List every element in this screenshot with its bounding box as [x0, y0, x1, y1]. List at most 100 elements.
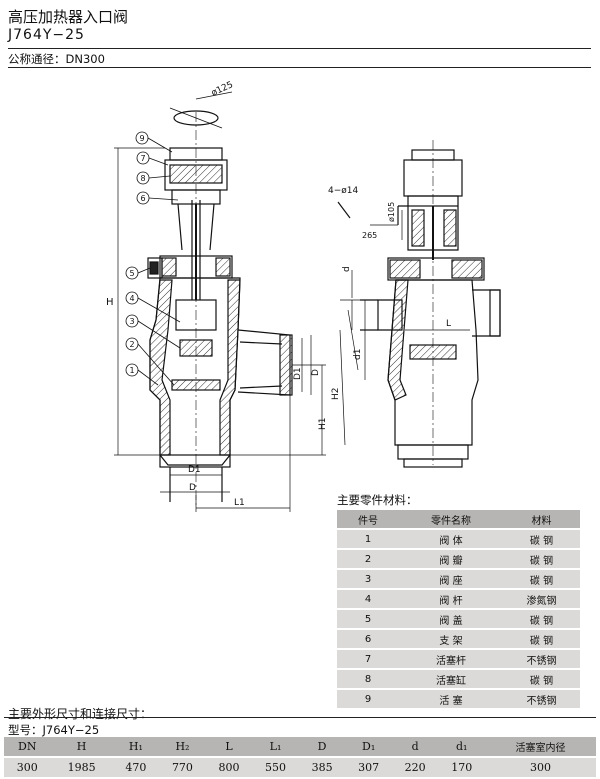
dims-cell: 800 [205, 757, 253, 779]
dim-bottom-D-label: D [189, 483, 196, 493]
part-balloon-numbers: 9 7 8 6 5 4 3 2 1 [129, 134, 145, 375]
dim-L1-label: L1 [234, 498, 245, 508]
dims-cell: 770 [159, 757, 206, 779]
part-material: 渗氮钢 [503, 589, 580, 610]
part-no: 6 [337, 629, 399, 650]
dims-cell: 300 [4, 757, 51, 779]
dim-D1-side-label: D1 [293, 367, 303, 380]
part-no: 7 [337, 649, 399, 670]
side-dimensions [337, 201, 470, 446]
part-balloons [125, 131, 181, 386]
dimensions-heading: 主要外形尺寸和连接尺寸： [8, 707, 153, 721]
dim-holes-label: 4−ø14 [328, 186, 358, 196]
dim-265-label: 265 [362, 231, 377, 240]
divider-header [8, 67, 591, 68]
dims-col: H [50, 737, 113, 758]
dimensions-table: DN H H₁ H₂ L L₁ D D₁ d d₁ 活塞室内径 300 1985… [4, 737, 596, 779]
dim-H-label: H [106, 297, 114, 308]
dims-col: L [205, 737, 253, 758]
dims-header-row: DN H H₁ H₂ L L₁ D D₁ d d₁ 活塞室内径 [4, 737, 596, 758]
dims-col: H₂ [159, 737, 206, 758]
nominal-diameter: 公称通径：DN300 [8, 52, 105, 66]
dim-L-label: L [446, 319, 451, 329]
dims-cell: 300 [485, 757, 596, 779]
model-number: J764Y−25 [8, 27, 85, 43]
part-no: 3 [337, 569, 399, 590]
part-no: 8 [337, 669, 399, 690]
dims-col: L₁ [252, 737, 299, 758]
part-material: 碳 钢 [503, 629, 580, 650]
part-name: 阀 杆 [399, 589, 503, 610]
dimensions-model-line: 型号：J764Y−25 [8, 723, 100, 737]
part-no: 1 [337, 529, 399, 550]
parts-heading: 主要零件材料： [337, 493, 418, 507]
part-material: 碳 钢 [503, 569, 580, 590]
part-name: 活 塞 [399, 689, 503, 710]
part-name: 活塞缸 [399, 669, 503, 690]
balloon-5: 5 [129, 269, 134, 278]
dims-col: 活塞室内径 [485, 737, 596, 758]
part-no: 2 [337, 549, 399, 570]
balloon-6: 6 [140, 194, 145, 203]
parts-header-row: 件号 零件名称 材料 [337, 510, 580, 530]
part-material: 碳 钢 [503, 549, 580, 570]
side-dimension-text: 4−ø14 ø105 265 d d1 L H2 [328, 186, 451, 400]
dims-cell: 170 [438, 757, 485, 779]
dim-bottom-D1-label: D1 [188, 465, 201, 475]
dims-cell: 385 [298, 757, 346, 779]
part-name: 阀 盖 [399, 609, 503, 630]
dims-cell: 307 [345, 757, 392, 779]
dim-H1-label: H1 [318, 418, 328, 431]
balloon-3: 3 [129, 317, 134, 326]
dim-d1-label: d1 [353, 349, 363, 360]
part-no: 4 [337, 589, 399, 610]
dim-H2-label: H2 [331, 388, 341, 401]
balloon-9: 9 [139, 134, 144, 143]
dim-d-label: d [342, 266, 352, 272]
part-name: 支 架 [399, 629, 503, 650]
part-material: 不锈钢 [503, 649, 580, 670]
parts-col-name: 零件名称 [399, 510, 503, 530]
dims-cell: 220 [391, 757, 439, 779]
table-row: 300 1985 470 770 800 550 385 307 220 170… [4, 757, 596, 779]
balloon-7: 7 [140, 154, 145, 163]
part-material: 不锈钢 [503, 689, 580, 710]
parts-col-material: 材料 [503, 510, 580, 530]
dims-col: d [391, 737, 439, 758]
front-dimensions [114, 91, 326, 512]
part-no: 9 [337, 689, 399, 710]
divider-top [8, 48, 591, 49]
front-view [147, 107, 293, 505]
front-dimension-text: ø125 H H1 D1 D D1 D L1 [106, 80, 328, 508]
part-name: 活塞杆 [399, 649, 503, 670]
part-no: 5 [337, 609, 399, 630]
dims-col: d₁ [438, 737, 485, 758]
dim-phi125-label: ø125 [210, 80, 235, 99]
dim-D-side-label: D [311, 369, 321, 376]
dims-col: D₁ [345, 737, 392, 758]
parts-col-no: 件号 [337, 510, 399, 530]
valve-drawing: ø125 H H1 D1 D D1 D L1 9 7 8 6 5 4 3 2 1 [106, 80, 501, 512]
side-view [360, 140, 501, 468]
part-name: 阀 座 [399, 569, 503, 590]
dims-cell: 1985 [50, 757, 113, 779]
dim-phi105-label: ø105 [387, 202, 396, 222]
part-material: 碳 钢 [503, 669, 580, 690]
balloon-2: 2 [129, 340, 134, 349]
divider-dimensions [4, 717, 596, 718]
balloon-8: 8 [140, 174, 145, 183]
dims-col: DN [4, 737, 51, 758]
dims-col: D [298, 737, 346, 758]
part-name: 阀 体 [399, 529, 503, 550]
balloon-1: 1 [129, 366, 134, 375]
